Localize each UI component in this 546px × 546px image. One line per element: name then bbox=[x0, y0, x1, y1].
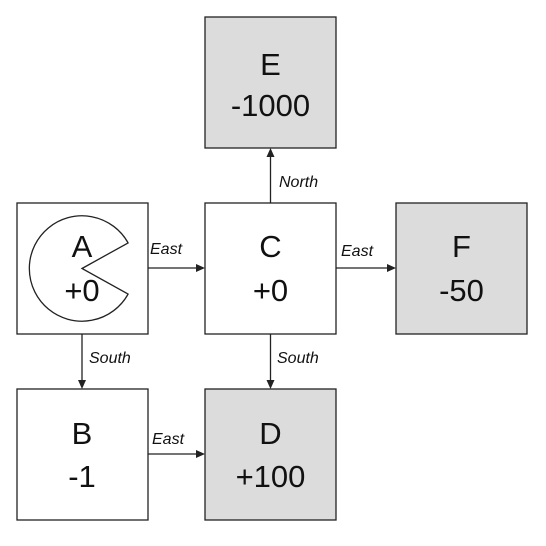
state-c: C +0 bbox=[204, 202, 337, 335]
state-b-reward: -1 bbox=[68, 459, 96, 494]
state-b-letter: B bbox=[72, 416, 93, 451]
action-label-a-c: East bbox=[150, 241, 183, 258]
state-d-reward: +100 bbox=[236, 459, 306, 494]
pacman-icon bbox=[28, 215, 129, 322]
state-a-reward: +0 bbox=[64, 273, 99, 308]
state-a: A +0 bbox=[16, 202, 149, 335]
transition-a-c: East bbox=[148, 241, 205, 272]
action-label-c-e: North bbox=[279, 174, 318, 191]
transition-a-b: South bbox=[78, 334, 131, 389]
action-label-c-d: South bbox=[277, 350, 319, 367]
transition-c-e: North bbox=[266, 148, 318, 203]
state-c-letter: C bbox=[259, 229, 281, 264]
arrow-b-d-head bbox=[196, 450, 205, 458]
transition-b-d: East bbox=[148, 431, 205, 458]
state-c-reward: +0 bbox=[253, 273, 288, 308]
state-d: D +100 bbox=[204, 388, 337, 521]
transition-c-d: South bbox=[266, 334, 319, 389]
transition-c-f: East bbox=[336, 243, 396, 272]
state-d-letter: D bbox=[259, 416, 281, 451]
arrow-c-d-head bbox=[266, 380, 275, 389]
state-f-reward: -50 bbox=[439, 273, 484, 308]
state-c-box bbox=[204, 202, 337, 335]
state-e: E -1000 bbox=[204, 16, 337, 149]
state-f-letter: F bbox=[452, 229, 471, 264]
action-label-a-b: South bbox=[89, 350, 131, 367]
state-e-letter: E bbox=[260, 47, 281, 82]
arrow-a-c-head bbox=[196, 264, 205, 272]
state-f-box bbox=[395, 202, 528, 335]
state-b: B -1 bbox=[16, 388, 149, 521]
action-label-c-f: East bbox=[341, 243, 374, 260]
state-d-box bbox=[204, 388, 337, 521]
arrow-c-e-head bbox=[266, 148, 275, 157]
state-e-box bbox=[204, 16, 337, 149]
action-label-b-d: East bbox=[152, 431, 185, 448]
state-f: F -50 bbox=[395, 202, 528, 335]
state-e-reward: -1000 bbox=[231, 88, 310, 123]
state-a-letter: A bbox=[72, 229, 93, 264]
state-b-box bbox=[16, 388, 149, 521]
arrow-a-b-head bbox=[78, 380, 86, 389]
arrow-c-f-head bbox=[387, 264, 396, 272]
